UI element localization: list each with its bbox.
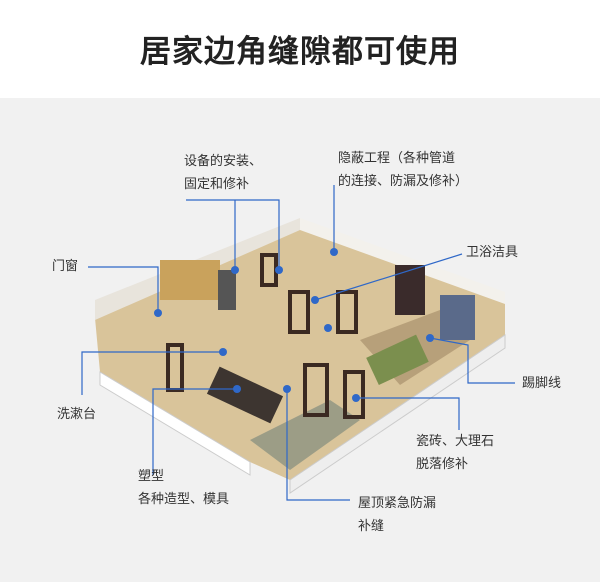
label-skirting: 踢脚线 [522,376,562,391]
bed [366,334,429,386]
page-title: 居家边角缝隙都可使用 [140,34,460,70]
balcony [250,400,360,470]
sofa [206,366,284,424]
wardrobe [395,265,425,315]
front-wall-right [289,334,506,494]
label-equipment: 设备的安装、固定和修补 [184,154,263,192]
back-wall-right [300,218,505,304]
label-bathroom: 卫浴洁具 [466,245,519,260]
closet-clothes [440,295,475,340]
label-tiles: 瓷砖、大理石脱落修补 [416,434,495,472]
callout-lines [81,185,515,501]
kitchen-cabinets [160,260,220,300]
fridge [218,270,236,310]
label-concealed: 隐蔽工程（各种管道的连接、防漏及修补） [338,151,469,189]
label-washbasin: 洗漱台 [57,407,97,422]
callout-dots [154,248,434,402]
house-floorplan-illustration [81,185,515,501]
front-wall [99,371,251,476]
label-molding: 塑型各种造型、模具 [138,469,230,507]
label-doors-windows: 门窗 [52,259,79,274]
header-band [0,0,600,98]
label-roof: 屋顶紧急防漏补缝 [358,496,437,534]
